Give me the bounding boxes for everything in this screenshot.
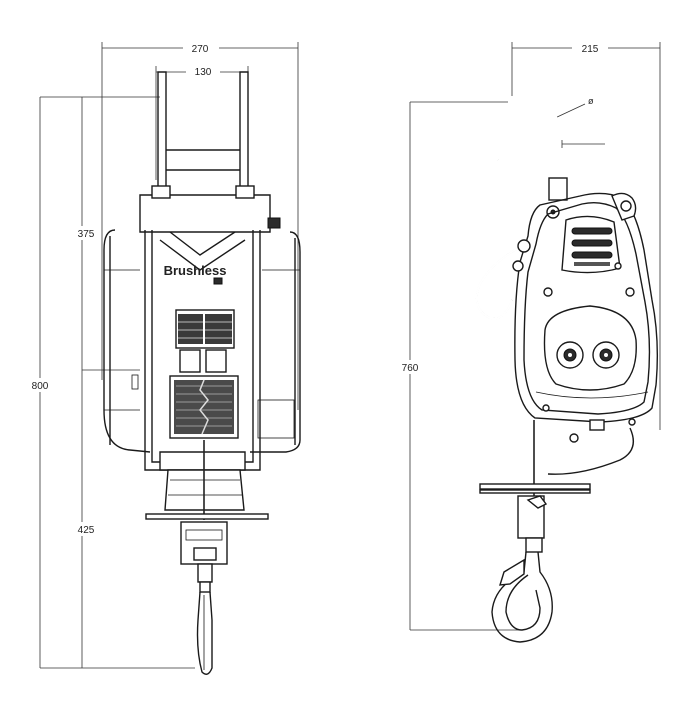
dimension-800-label: 800 bbox=[32, 381, 49, 392]
dimension-425-label: 425 bbox=[78, 525, 95, 536]
side-dimensions: 215 760 ø bbox=[398, 40, 661, 631]
dimension-375-label: 375 bbox=[78, 229, 95, 240]
front-view-hoist: Brushless bbox=[103, 71, 301, 675]
diameter-symbol: ø bbox=[588, 96, 594, 106]
brand-label: Brushless bbox=[164, 263, 227, 278]
lower-drum bbox=[169, 375, 239, 439]
upper-drum bbox=[175, 309, 235, 349]
dimension-215-label: 215 bbox=[582, 44, 599, 55]
dimension-760-label: 760 bbox=[402, 363, 419, 374]
front-dimensions: 270 130 800 375 425 bbox=[28, 40, 299, 669]
side-view-hoist bbox=[475, 97, 659, 643]
dimension-130-label: 130 bbox=[195, 67, 212, 78]
dimension-270-label: 270 bbox=[192, 44, 209, 55]
